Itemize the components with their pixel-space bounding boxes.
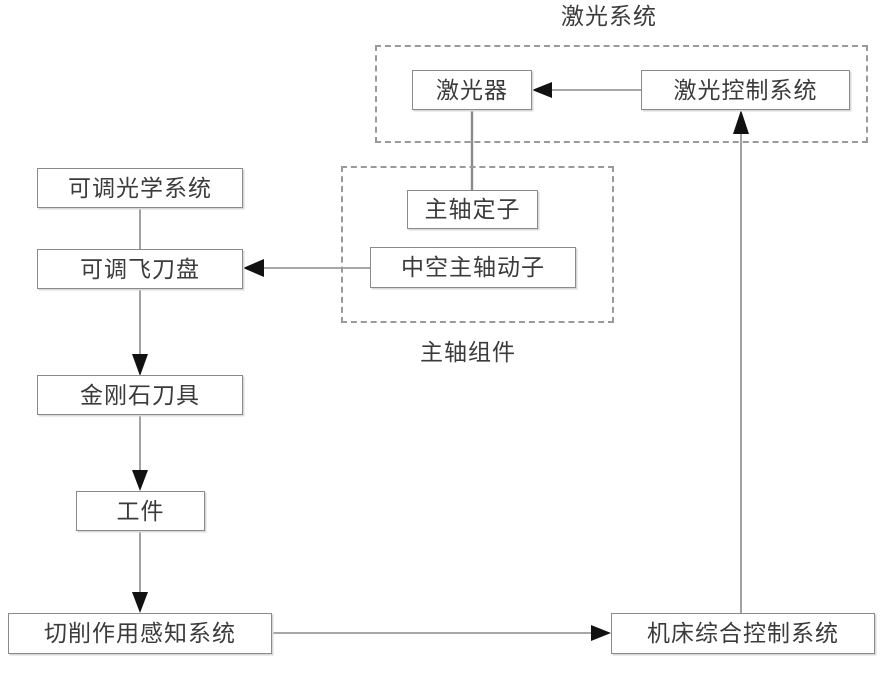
- edge-diamond-tool-to-workpiece: [132, 415, 148, 491]
- edge-sensing-to-machine-control: [272, 625, 611, 641]
- node-cutting-sensing[interactable]: 切削作用感知系统: [8, 613, 272, 654]
- node-machine-control[interactable]: 机床综合控制系统: [611, 613, 875, 654]
- laser-system-caption: 激光系统: [561, 4, 657, 29]
- node-workpiece[interactable]: 工件: [76, 491, 205, 531]
- node-hollow-spindle-rotor[interactable]: 中空主轴动子: [370, 247, 576, 288]
- edge-flycutter-to-diamond-tool: [132, 289, 148, 376]
- node-adjustable-optics[interactable]: 可调光学系统: [37, 168, 243, 208]
- node-diamond-tool[interactable]: 金刚石刀具: [37, 375, 243, 415]
- node-spindle-stator[interactable]: 主轴定子: [407, 190, 538, 229]
- node-adjustable-flycutter[interactable]: 可调飞刀盘: [37, 249, 243, 289]
- spindle-assembly-caption: 主轴组件: [420, 340, 516, 365]
- spindle-assembly-group: [341, 166, 614, 323]
- laser-system-group: [375, 45, 868, 143]
- edge-workpiece-to-sensing: [132, 531, 148, 613]
- edge-machine-control-to-laser-control: [733, 110, 749, 613]
- node-laser-emitter[interactable]: 激光器: [412, 70, 532, 110]
- node-laser-control-system[interactable]: 激光控制系统: [641, 70, 850, 110]
